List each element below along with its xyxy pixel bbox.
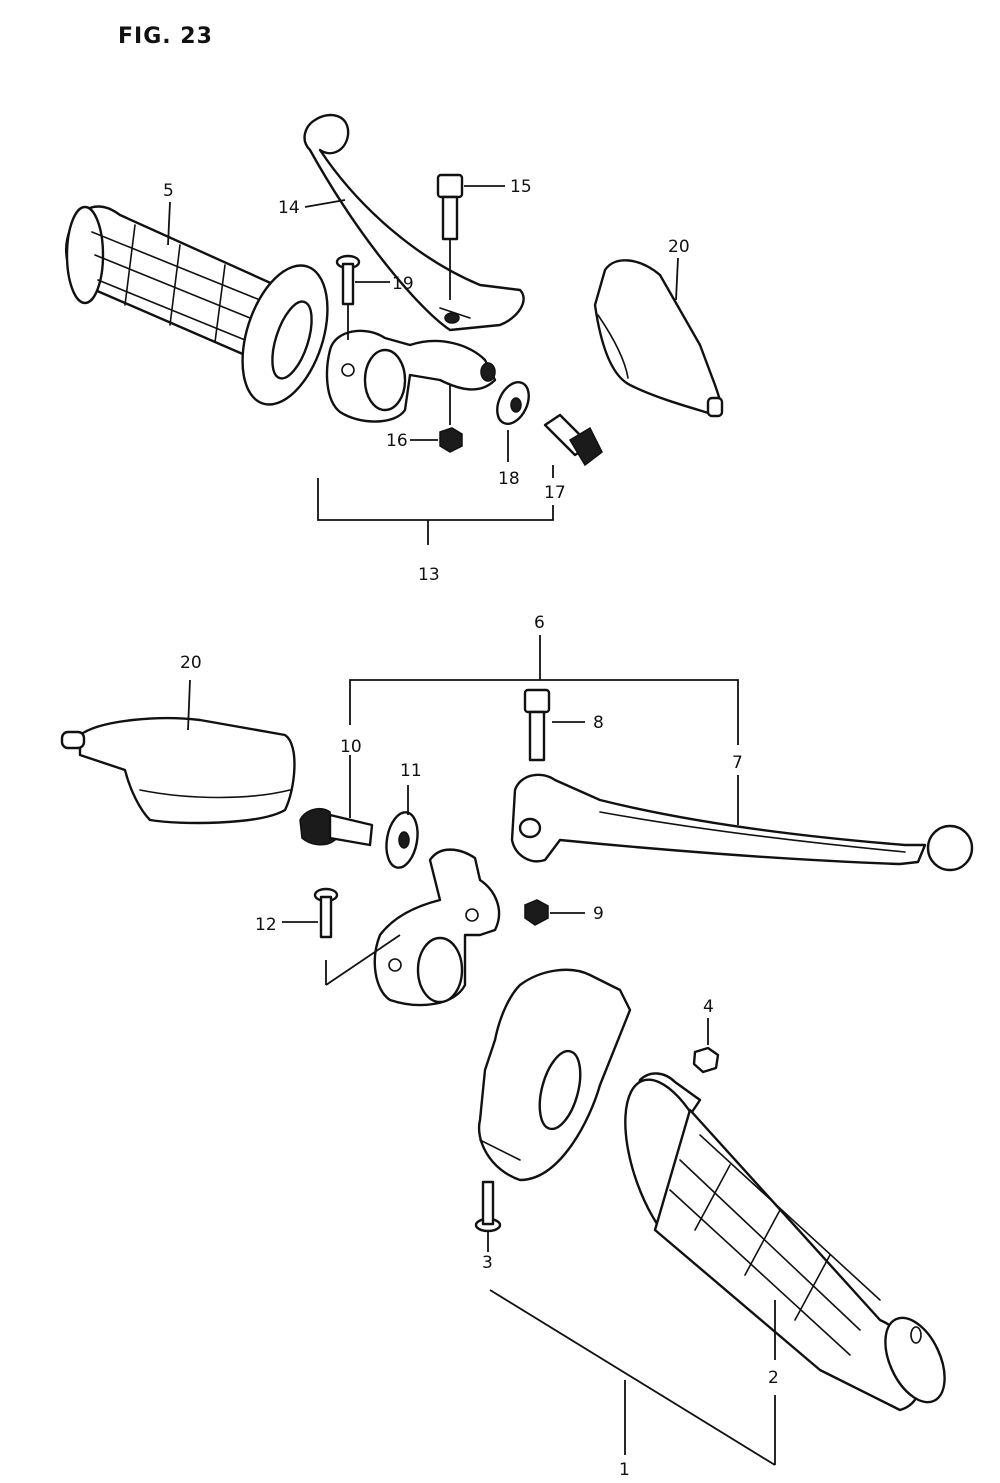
lever-cover-bottom <box>60 716 296 825</box>
left-handlebar-grip <box>65 205 329 406</box>
bracket-13 <box>317 478 554 521</box>
lever-nut <box>439 427 463 453</box>
brake-adjuster-bolt <box>299 808 374 847</box>
callout-17: 17 <box>544 483 566 503</box>
callout-6: 6 <box>534 613 545 633</box>
callout-18: 18 <box>498 469 520 489</box>
cable-adjuster-bolt <box>543 413 603 467</box>
lever-cover-top <box>593 259 724 418</box>
callout-14: 14 <box>278 198 300 218</box>
callout-13: 13 <box>418 565 440 585</box>
callout-4: 4 <box>703 997 714 1017</box>
clutch-lever-holder <box>325 329 497 423</box>
callout-12: 12 <box>255 915 277 935</box>
leader-5 <box>167 201 171 246</box>
callout-16: 16 <box>386 431 408 451</box>
leader-20-top <box>675 257 679 301</box>
brake-adjuster-washer <box>385 811 419 869</box>
brake-lever-pivot-bolt <box>523 688 551 762</box>
right-handlebar-grip <box>624 1072 946 1412</box>
clutch-lever <box>303 113 525 332</box>
throttle-housing-screw <box>474 1180 502 1233</box>
throttle-housing <box>477 968 632 1182</box>
brake-lever-holder <box>373 848 501 1007</box>
figure-title: FIG. 23 <box>118 24 213 49</box>
callout-8: 8 <box>593 713 604 733</box>
callout-20-top: 20 <box>668 237 690 257</box>
callout-11: 11 <box>400 761 422 781</box>
leader-14 <box>304 199 346 208</box>
callout-20-bottom: 20 <box>180 653 202 673</box>
callout-5: 5 <box>163 181 174 201</box>
callout-3: 3 <box>482 1253 493 1273</box>
brake-holder-screw <box>313 887 339 939</box>
callout-7: 7 <box>732 753 743 773</box>
brake-lever <box>510 773 974 872</box>
leader-20-bottom <box>187 679 191 731</box>
callout-9: 9 <box>593 904 604 924</box>
callout-10: 10 <box>340 737 362 757</box>
callout-1: 1 <box>619 1460 630 1480</box>
lever-pivot-bolt <box>436 173 464 241</box>
bracket-screw <box>335 254 361 306</box>
callout-15: 15 <box>510 177 532 197</box>
callout-19: 19 <box>392 274 414 294</box>
bracket-1 <box>489 1289 776 1466</box>
throttle-nut <box>692 1046 720 1074</box>
bracket-6 <box>349 679 739 745</box>
adjuster-washer <box>496 381 530 425</box>
brake-lever-nut <box>524 899 549 926</box>
leader-12-holder <box>325 934 401 986</box>
callout-2: 2 <box>768 1368 779 1388</box>
